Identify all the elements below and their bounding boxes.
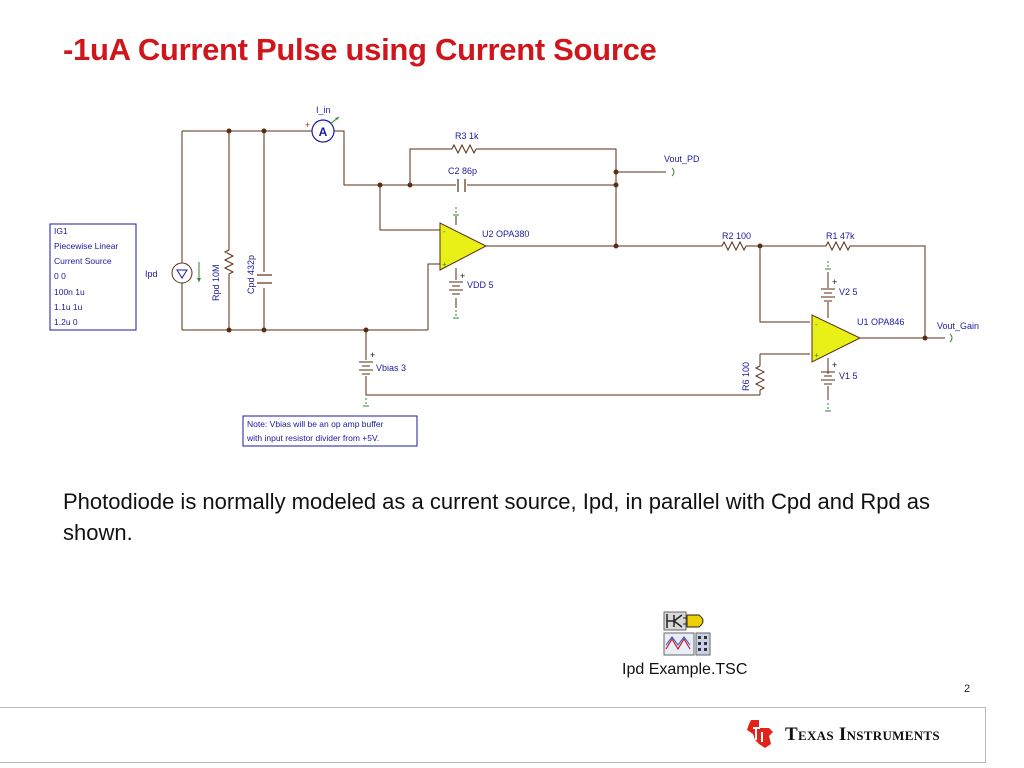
note-line-1: Note: Vbias will be an op amp buffer: [247, 419, 384, 429]
texas-instruments-wordmark: Texas Instruments: [785, 724, 940, 745]
ig1-lines: IG1 Piecewise Linear Current Source 0 0 …: [54, 226, 118, 327]
junction-dots: [226, 128, 928, 341]
slide-body-text: Photodiode is normally modeled as a curr…: [63, 489, 931, 545]
u1-label: U1 OPA846: [857, 317, 904, 327]
vout-pd-label: Vout_PD: [664, 154, 700, 164]
vbias-label: Vbias 3: [376, 363, 406, 373]
ammeter: A +: [305, 116, 340, 143]
rpd-label: Rpd 10M: [211, 264, 221, 301]
v1-label: V1 5: [839, 371, 858, 381]
svg-text:+: +: [814, 351, 819, 360]
vout-gain-label: Vout_Gain: [937, 321, 979, 331]
capacitor-cpd: [257, 274, 272, 284]
battery-vdd: [449, 281, 463, 295]
circuit-wires: [181, 130, 945, 400]
capacitor-c2: [457, 179, 466, 192]
svg-text:1.2u 0: 1.2u 0: [54, 317, 78, 327]
svg-text:1.1u 1u: 1.1u 1u: [54, 302, 83, 312]
current-source-ipd: [171, 238, 201, 300]
ig1-parameter-box: [49, 223, 137, 331]
svg-text:Piecewise Linear: Piecewise Linear: [54, 241, 118, 251]
resistor-rpd: [223, 249, 235, 282]
cpd-label: Cpd 432p: [246, 255, 256, 294]
svg-text:+: +: [370, 350, 375, 360]
footer-bar: [0, 707, 986, 763]
svg-text:Current Source: Current Source: [54, 256, 112, 266]
svg-text:+: +: [832, 360, 837, 370]
svg-text:IG1: IG1: [54, 226, 68, 236]
tina-file-label[interactable]: Ipd Example.TSC: [622, 661, 748, 678]
svg-text:-: -: [443, 227, 446, 236]
battery-v2: [821, 288, 835, 302]
opamp-u2: [439, 222, 488, 271]
resistor-r3: [451, 143, 477, 155]
vdd-label: VDD 5: [467, 280, 494, 290]
c2-label: C2 86p: [448, 166, 477, 176]
resistor-r6: [754, 365, 766, 391]
slide-title: -1uA Current Pulse using Current Source: [63, 32, 657, 67]
ammeter-symbol: A: [319, 125, 328, 139]
svg-text:+: +: [305, 120, 310, 130]
resistor-r2: [721, 240, 747, 252]
svg-text:+: +: [460, 271, 465, 281]
r3-label: R3 1k: [455, 131, 479, 141]
r6-label: R6 100: [741, 362, 751, 391]
tina-file-icon[interactable]: [663, 611, 711, 662]
battery-vbias: [359, 361, 373, 375]
r1-label: R1 47k: [826, 231, 855, 241]
page-number: 2: [964, 683, 971, 695]
opamp-u1: [811, 314, 862, 363]
v2-label: V2 5: [839, 287, 858, 297]
circuit-schematic: A + I_in R3 1k C2 86p - + U2 OPA380 + VD…: [49, 105, 979, 447]
note-line-2: with input resistor divider from +5V.: [246, 433, 379, 443]
battery-v1: [821, 371, 835, 385]
svg-text:+: +: [442, 260, 447, 269]
vbias-note-box: [242, 415, 418, 447]
svg-text:-: -: [815, 320, 818, 329]
u2-label: U2 OPA380: [482, 229, 529, 239]
ipd-label: Ipd: [145, 269, 158, 279]
ammeter-label: I_in: [316, 105, 331, 115]
svg-text:0 0: 0 0: [54, 271, 66, 281]
r2-label: R2 100: [722, 231, 751, 241]
svg-text:100n 1u: 100n 1u: [54, 287, 85, 297]
resistor-r1: [825, 240, 851, 252]
texas-instruments-logo-icon: [747, 720, 773, 748]
svg-text:+: +: [832, 277, 837, 287]
